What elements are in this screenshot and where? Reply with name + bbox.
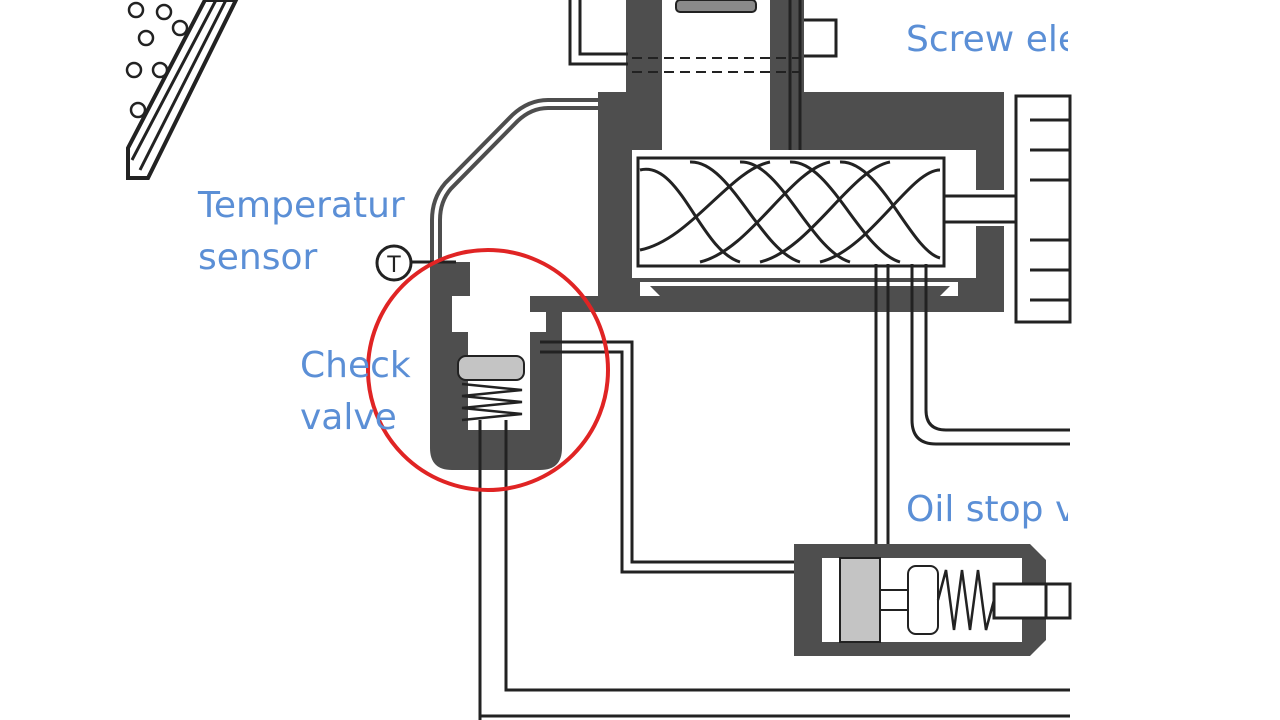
check-valve-spring xyxy=(461,382,523,422)
check-valve-body xyxy=(430,262,600,470)
label-check-line1: Check xyxy=(300,345,411,386)
label-temperature-line2: sensor xyxy=(198,237,318,278)
oil-piping xyxy=(478,264,1070,720)
motor-fins xyxy=(1014,94,1072,324)
label-temperature-sensor: Temperatur sensor xyxy=(198,180,405,284)
check-valve-plug xyxy=(457,355,525,381)
highlight-circle xyxy=(366,248,610,492)
oil-stop-valve xyxy=(794,544,1072,656)
discharge-pipe xyxy=(430,98,600,262)
temperature-sensor-symbol: T xyxy=(386,253,401,278)
label-check-valve: Check valve xyxy=(300,340,411,444)
screw-rotor xyxy=(636,156,1020,268)
filter-panel xyxy=(125,0,239,180)
label-screw-element: Screw ele xyxy=(906,19,1068,60)
inlet-column xyxy=(568,0,838,150)
label-oil-stop-valve: Oil stop v xyxy=(906,489,1068,530)
oil-stop-valve-spring xyxy=(936,569,996,631)
label-temperature-line1: Temperatur xyxy=(198,185,405,226)
label-check-line2: valve xyxy=(300,397,397,438)
